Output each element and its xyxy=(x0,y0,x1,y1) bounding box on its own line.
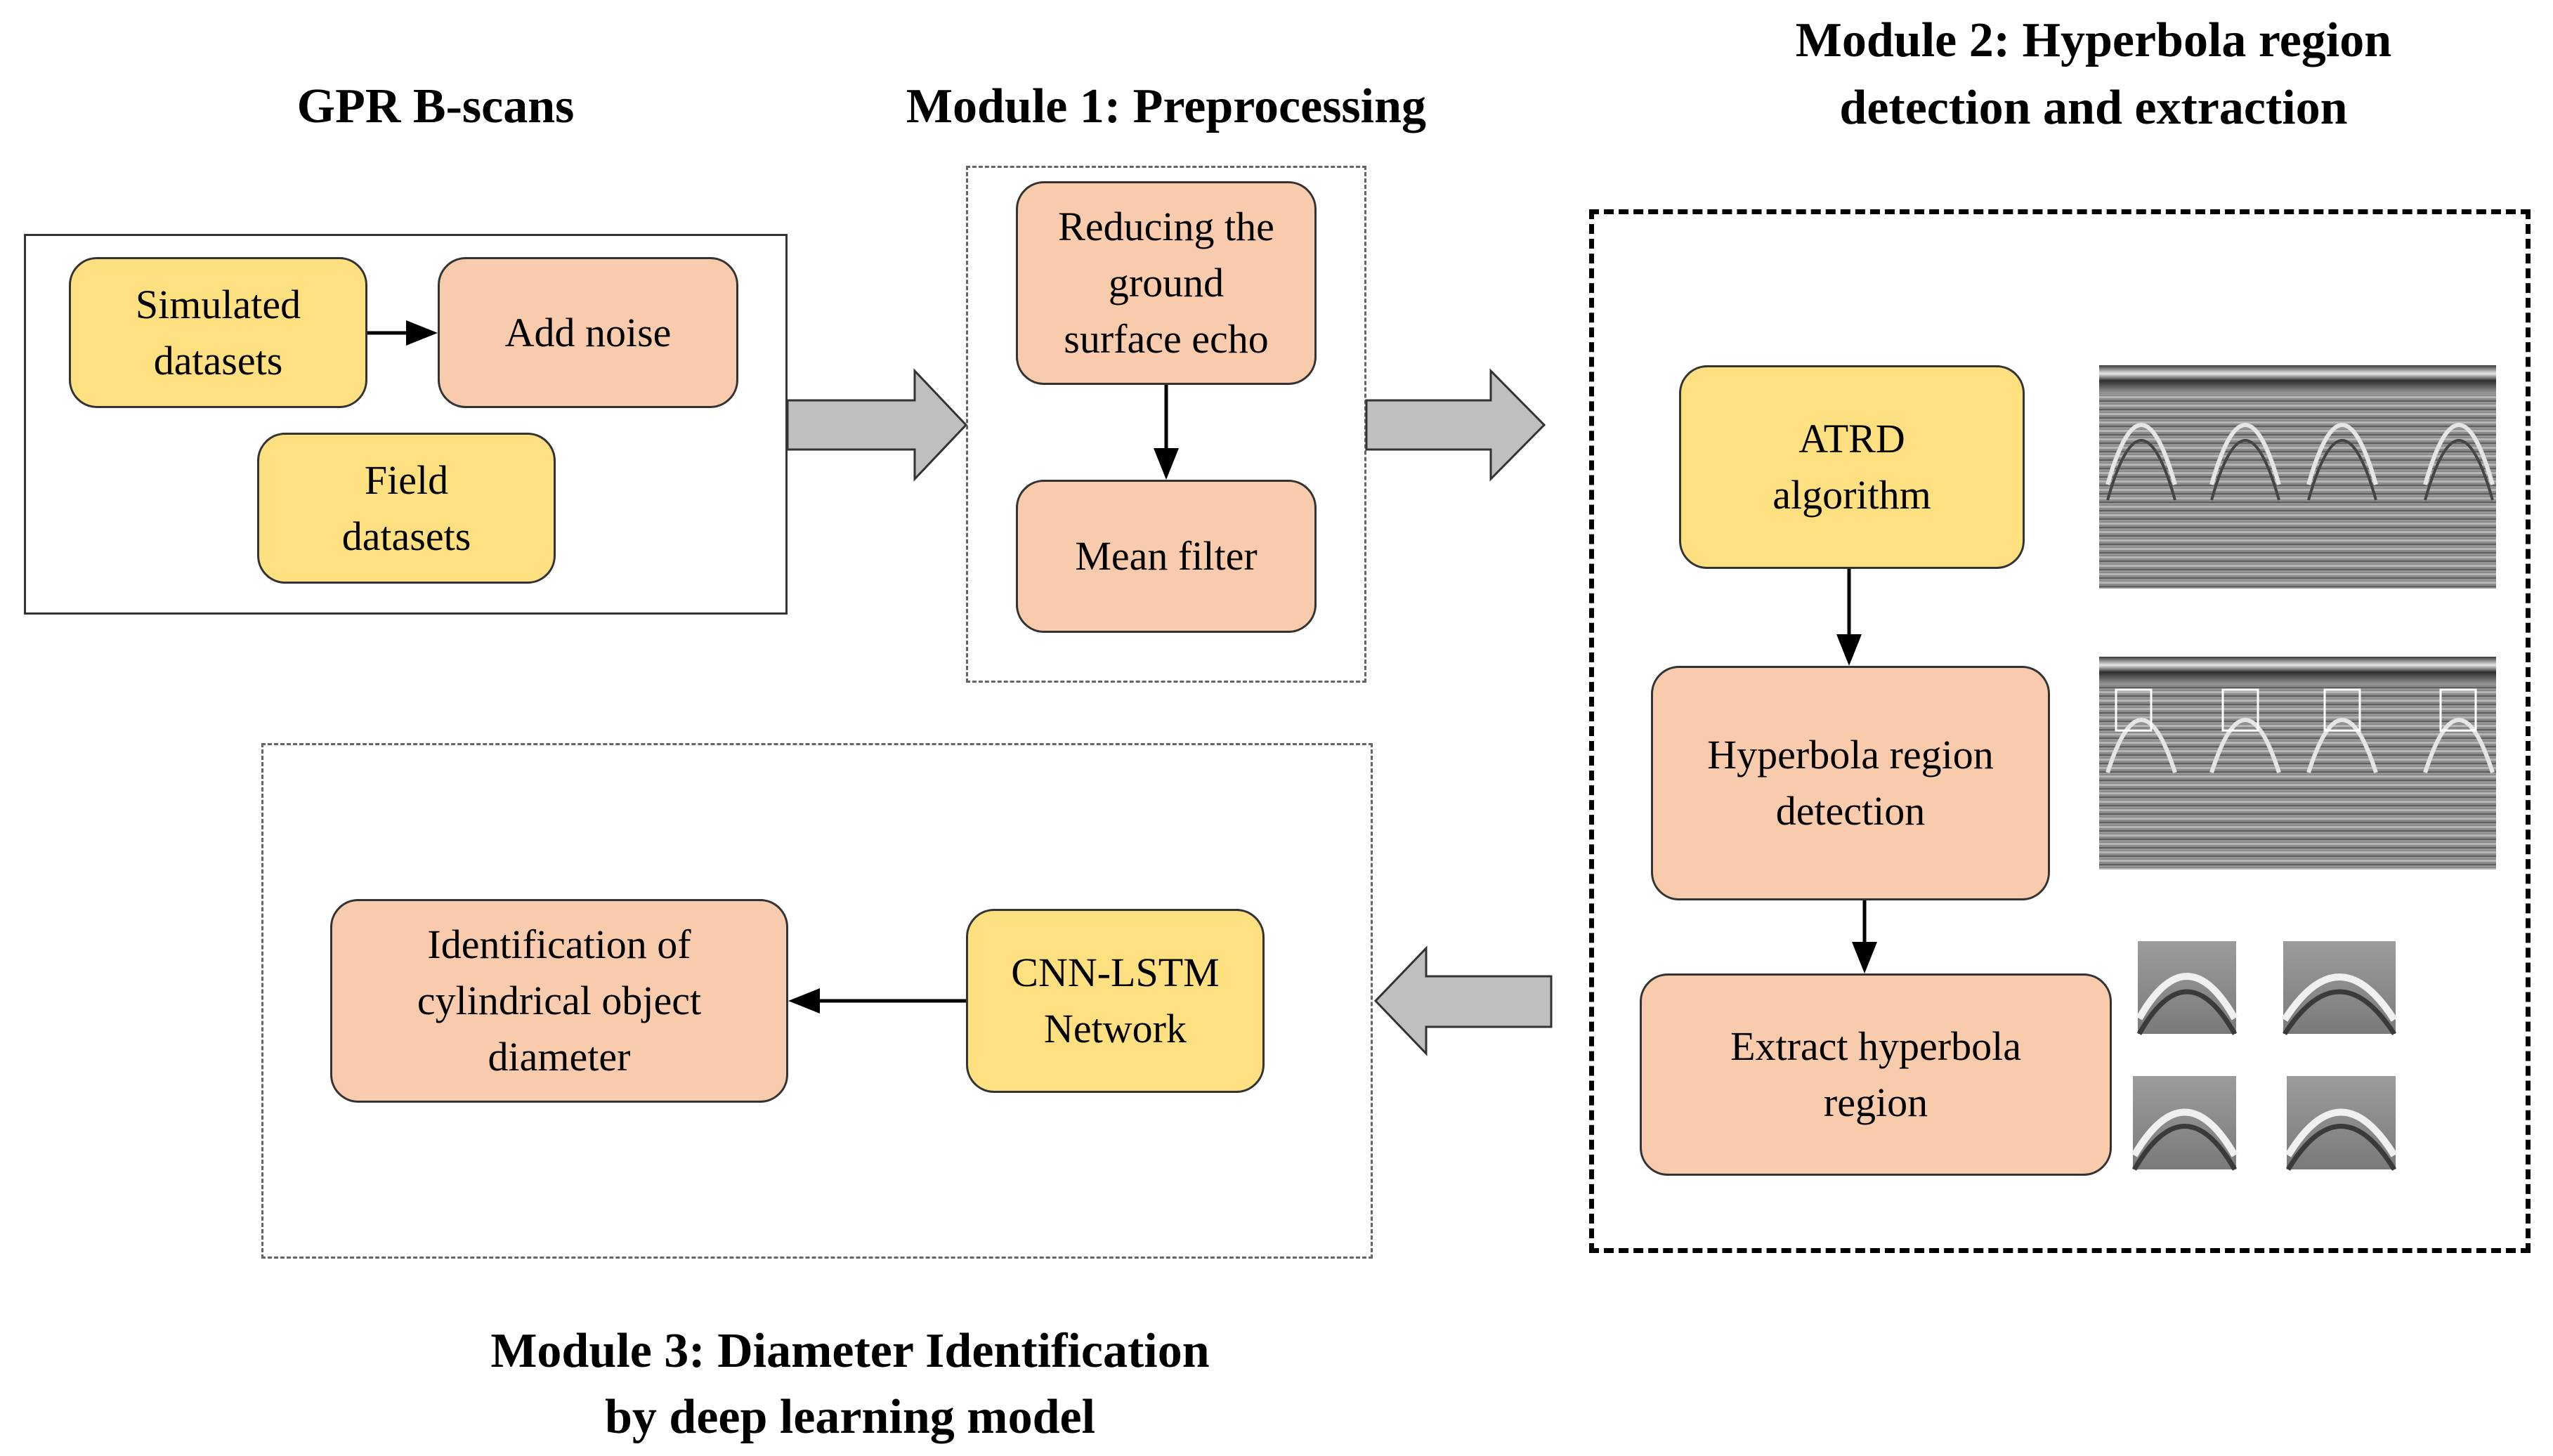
field-datasets-node: Field datasets xyxy=(257,433,556,584)
extracted-patch-image xyxy=(2281,941,2398,1035)
hyperbola-detection-label: Hyperbola region detection xyxy=(1707,732,1994,834)
add-noise-node: Add noise xyxy=(438,257,738,408)
add-noise-label: Add noise xyxy=(504,309,672,355)
extracted-patch-image xyxy=(2285,1076,2398,1171)
extract-hyperbola-label: Extract hyperbola region xyxy=(1730,1023,2021,1125)
block-arrow-left-icon xyxy=(1373,945,1553,1056)
gpr-bscan-image xyxy=(2099,365,2496,589)
simulated-datasets-label: Simulated datasets xyxy=(135,281,301,383)
cnn-lstm-node: CNN-LSTM Network xyxy=(966,909,1265,1093)
extracted-patch-image xyxy=(2131,1076,2238,1171)
arrow-down-icon xyxy=(1852,900,1877,973)
mean-filter-node: Mean filter xyxy=(1016,480,1317,633)
extract-hyperbola-node: Extract hyperbola region xyxy=(1640,973,2112,1176)
mean-filter-label: Mean filter xyxy=(1075,533,1258,579)
module2-title-line1: Module 2: Hyperbola region xyxy=(1795,13,2392,67)
atrd-algorithm-label: ATRD algorithm xyxy=(1772,416,1931,518)
hyperbola-detection-node: Hyperbola region detection xyxy=(1651,666,2050,900)
module3-title-line2: by deep learning model xyxy=(604,1390,1096,1444)
reduce-ground-echo-label: Reducing the ground surface echo xyxy=(1058,204,1274,362)
module2-title-line2: detection and extraction xyxy=(1839,81,2348,135)
module2-frame xyxy=(1589,209,2531,1253)
module1-title: Module 1: Preprocessing xyxy=(906,79,1427,133)
cnn-lstm-label: CNN-LSTM Network xyxy=(1011,950,1220,1051)
identification-label: Identification of cylindrical object dia… xyxy=(417,922,702,1080)
identification-node: Identification of cylindrical object dia… xyxy=(330,899,788,1103)
input-title: GPR B-scans xyxy=(296,79,575,133)
field-datasets-label: Field datasets xyxy=(341,457,471,559)
arrow-down-icon xyxy=(1836,569,1862,666)
extracted-patch-image xyxy=(2136,941,2238,1035)
reduce-ground-echo-node: Reducing the ground surface echo xyxy=(1016,181,1317,385)
arrow-left-icon xyxy=(788,988,966,1014)
module3-frame xyxy=(261,743,1373,1259)
arrow-right-icon xyxy=(367,320,438,346)
simulated-datasets-node: Simulated datasets xyxy=(69,257,367,408)
block-arrow-right-icon xyxy=(786,368,968,482)
atrd-algorithm-node: ATRD algorithm xyxy=(1679,365,2025,569)
module3-title-line1: Module 3: Diameter Identification xyxy=(490,1324,1210,1378)
block-arrow-right-icon xyxy=(1365,368,1546,482)
gpr-detection-image xyxy=(2099,657,2496,870)
arrow-down-icon xyxy=(1154,385,1179,480)
